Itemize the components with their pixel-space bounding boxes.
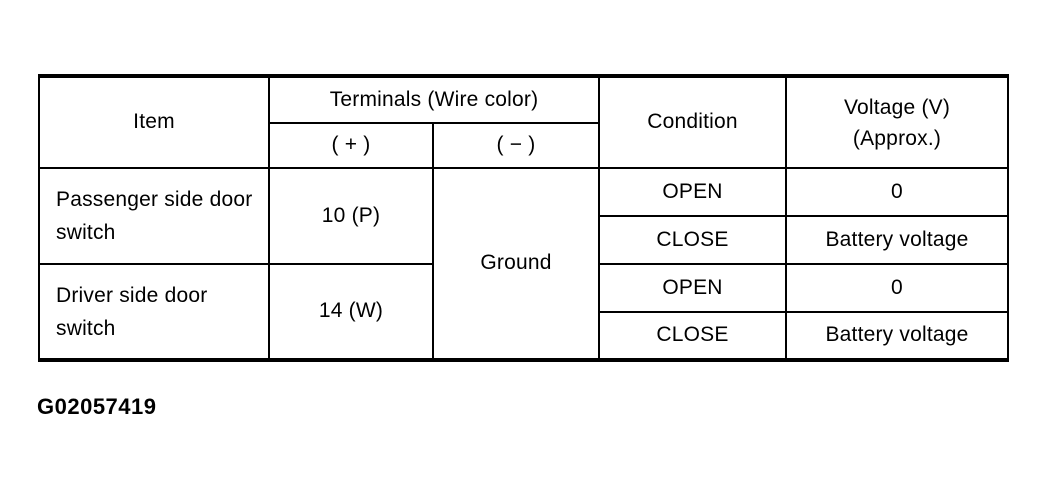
table-row-driver-close: CLOSE Battery voltage — [39, 311, 1009, 361]
header-voltage-line2: (Approx.) — [852, 126, 942, 150]
header-voltage-line1: Voltage (V) — [843, 95, 951, 119]
header-terminal-minus: ( − ) — [432, 122, 600, 169]
door-switch-spec-table: Item Terminals (Wire color) Condition Vo… — [38, 74, 1009, 362]
header-terminals: Terminals (Wire color) — [268, 75, 600, 124]
header-terminal-plus: ( + ) — [268, 122, 434, 169]
header-condition: Condition — [598, 75, 787, 169]
condition-driver-open: OPEN — [598, 263, 787, 313]
header-item: Item — [38, 75, 270, 169]
header-row-terminals: ( + ) ( − ) — [39, 122, 1008, 169]
item-passenger-side-door-switch: Passenger side door switch — [38, 167, 270, 265]
terminal-plus-passenger: 10 (P) — [268, 167, 434, 265]
voltage-driver-close: Battery voltage — [785, 311, 1009, 361]
header-row-top: Item Terminals (Wire color) Condition Vo… — [38, 75, 1009, 169]
condition-passenger-close: CLOSE — [598, 215, 787, 265]
figure-id: G02057419 — [37, 394, 157, 419]
voltage-driver-open: 0 — [785, 263, 1009, 313]
voltage-passenger-open: 0 — [785, 167, 1009, 217]
condition-passenger-open: OPEN — [598, 167, 787, 217]
voltage-passenger-close: Battery voltage — [785, 215, 1009, 265]
item-driver-side-door-switch: Driver side door switch — [38, 263, 270, 361]
condition-driver-close: CLOSE — [598, 311, 787, 361]
table-row-passenger-close: CLOSE Battery voltage — [39, 215, 1009, 265]
header-voltage: Voltage (V) (Approx.) — [785, 75, 1009, 169]
terminal-minus-ground: Ground — [432, 167, 600, 361]
table-row-passenger-open: Passenger side door switch 10 (P) Ground… — [38, 167, 1009, 361]
table-row-driver-open: Driver side door switch 14 (W) OPEN 0 — [38, 263, 1009, 361]
terminal-plus-driver: 14 (W) — [268, 263, 434, 361]
